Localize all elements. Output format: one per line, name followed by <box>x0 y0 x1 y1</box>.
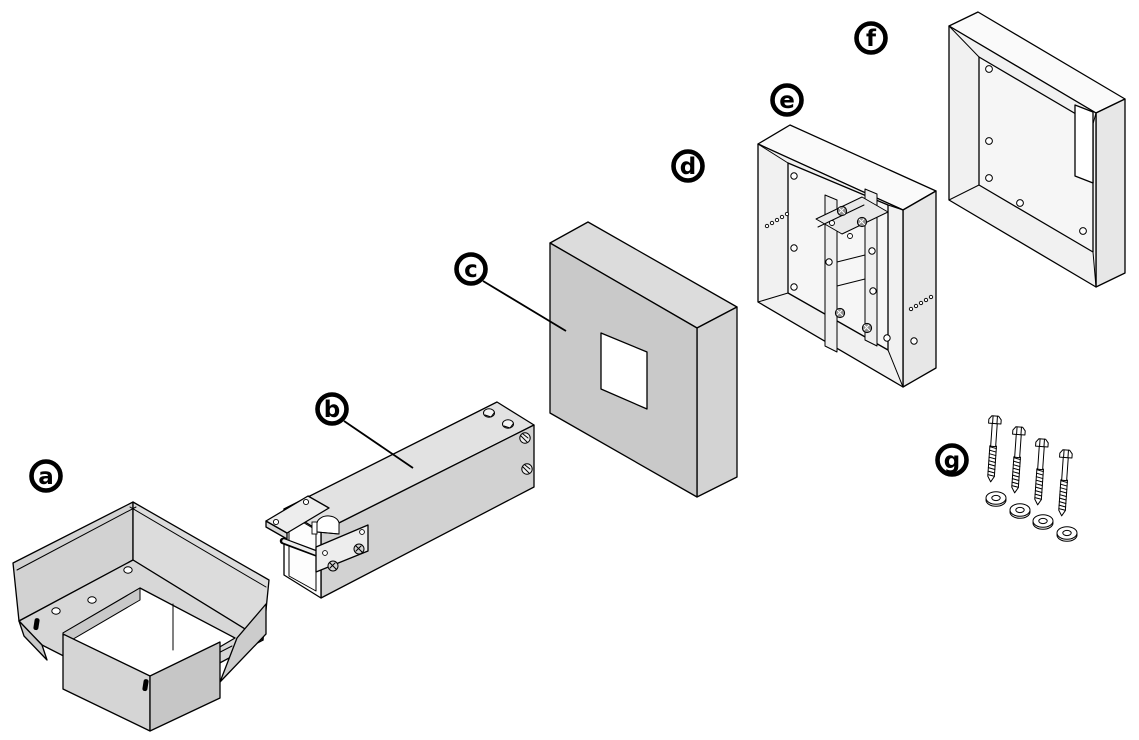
callout-g: g <box>935 443 969 477</box>
part-b-handle-slot <box>316 531 340 535</box>
part-f-rear-sleeve <box>948 11 1126 288</box>
part-e-bracket-hole <box>847 233 853 239</box>
callout-b-ring <box>315 392 349 426</box>
part-e-screw-holes <box>790 172 918 345</box>
lag-bolt <box>1058 449 1073 517</box>
callout-a-ring <box>29 459 63 493</box>
callout-f: f <box>854 21 888 55</box>
part-a-screw-holes <box>51 566 133 615</box>
part-e-perforation-left <box>764 211 790 229</box>
part-e-right-edge <box>902 190 937 388</box>
lag-bolt <box>987 415 1002 483</box>
lag-bolt <box>1034 438 1049 506</box>
washer <box>1032 514 1054 530</box>
washer <box>1009 503 1031 519</box>
part-e-perforation-right <box>908 294 934 312</box>
part-a-slot-mark <box>142 679 149 692</box>
part-b-plate-hole <box>322 550 328 556</box>
part-b-flange-hole <box>272 518 280 526</box>
part-b-top-bolt <box>502 419 514 429</box>
callout-e-ring <box>770 83 804 117</box>
washer <box>1056 526 1078 542</box>
part-b-side-bolt <box>521 463 533 475</box>
part-e-right-rail <box>864 188 878 347</box>
part-g-fasteners <box>985 415 1078 542</box>
part-e-rail-cross-edge <box>836 254 866 263</box>
part-b-side-bolt <box>519 432 531 444</box>
callout-c-leader-line <box>482 280 567 332</box>
callout-d-ring <box>671 149 705 183</box>
part-b-mounting-flange <box>265 495 330 534</box>
part-b-plate-bolt <box>327 560 339 572</box>
part-b-handle-tab <box>316 515 340 535</box>
callout-g-letter: g <box>944 448 960 474</box>
callout-e: e <box>770 83 804 117</box>
part-b-end-inner-rim <box>288 513 317 592</box>
part-e-bevel-edges <box>757 143 904 388</box>
part-a-slot-mark <box>33 618 40 631</box>
part-a-floor-box <box>12 501 270 732</box>
part-f-cutout <box>1074 104 1094 184</box>
part-b-top-bolt <box>483 408 495 418</box>
part-b-rod <box>282 539 319 556</box>
part-a-rim-edge <box>16 506 137 571</box>
callout-e-letter: e <box>779 88 795 114</box>
part-b-flange-hole <box>302 498 310 506</box>
part-c-right-face <box>696 306 738 498</box>
callout-f-letter: f <box>866 26 877 52</box>
part-c-square-opening <box>600 332 648 410</box>
part-e-bracket-bolts <box>834 205 873 334</box>
washer <box>985 491 1007 507</box>
callout-f-ring <box>854 21 888 55</box>
callout-a-letter: a <box>38 464 54 490</box>
part-f-bevel-edges <box>948 25 1097 288</box>
part-e-bracket-hole <box>829 220 835 226</box>
lag-bolt <box>1011 426 1026 494</box>
part-b-chute-tube <box>265 401 535 599</box>
part-e-mounting-frame <box>757 124 937 388</box>
part-e-rail-cross-edge <box>836 278 866 287</box>
part-b-baffle-pin <box>311 521 318 535</box>
part-b-latch-plate <box>315 524 369 573</box>
callout-b-leader-line <box>343 420 414 469</box>
part-f-screw-holes <box>985 65 1087 235</box>
callout-a: a <box>29 459 63 493</box>
part-a-sleeve-right-face <box>149 641 221 732</box>
callout-d: d <box>671 149 705 183</box>
part-a-rim-edge <box>129 506 267 588</box>
callout-g-ring <box>935 443 969 477</box>
part-b-plate-bolt <box>353 543 365 555</box>
part-a-front-left-face <box>18 620 48 661</box>
callout-c-ring <box>454 252 488 286</box>
callout-c: c <box>454 252 488 286</box>
callout-b: b <box>315 392 349 426</box>
callout-d-letter: d <box>680 154 696 180</box>
callout-c-letter: c <box>464 257 478 283</box>
part-f-right-edge <box>1095 98 1126 288</box>
part-e-left-rail <box>824 194 838 353</box>
part-b-plate-hole <box>359 529 365 535</box>
part-a-front-right-face <box>219 603 267 683</box>
part-c-wall-block <box>549 221 738 498</box>
callout-b-letter: b <box>324 397 340 423</box>
